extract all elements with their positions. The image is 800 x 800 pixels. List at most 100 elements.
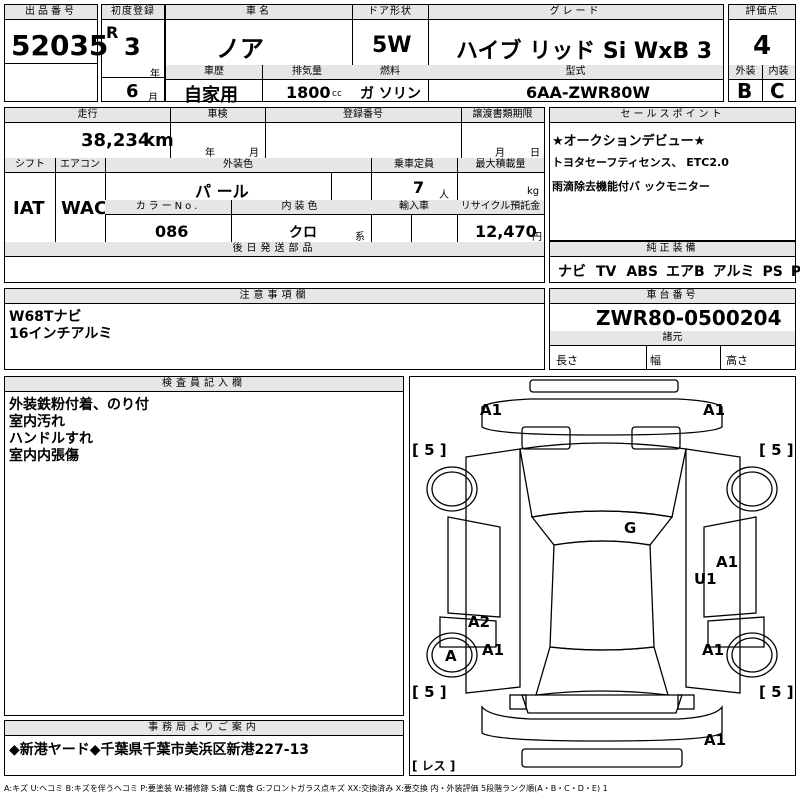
genuine-item: PW (790, 264, 800, 280)
note-line-2: 16インチアルミ (9, 326, 113, 342)
vehicle-box: 車名 ドア形状 グレード ノア 5W ハイブ リッド Si WxB 3 車歴 排… (165, 4, 724, 106)
genuine-item: ABS (626, 264, 658, 280)
chassis-label: 車台番号 (550, 289, 795, 304)
office-label: 事務局よりご案内 (5, 721, 403, 736)
damage-mark-left-fender: A1 (482, 641, 505, 659)
tire-tread-front-left: [ 5 ] (412, 441, 447, 459)
color-no: 086 (155, 222, 189, 241)
genuine-items: ナビTVABSエアBアルミPSPW (558, 261, 800, 281)
mileage: 38,234 (81, 130, 151, 151)
ac: WAC (61, 198, 108, 219)
tire-tread-rear-right: [ 5 ] (759, 683, 794, 701)
sales-line-2: トヨタセーフティセンス、 ETC2.0 (552, 156, 729, 169)
transfer-label: 譲渡書類期限 (461, 108, 544, 123)
reg-month: 6 (126, 81, 139, 102)
model-label: 型式 (428, 65, 723, 80)
shift: IAT (13, 198, 45, 219)
chassis-number: ZWR80-0500204 (596, 306, 782, 330)
inspector-line-1: 外装鉄粉付着、のり付 (9, 397, 149, 413)
month-unit: 月 (148, 93, 158, 104)
displacement-unit: cc (332, 89, 342, 99)
genuine-equipment-box: 純正装備 ナビTVABSエアBアルミPSPW (549, 241, 800, 283)
note-line-1: W68Tナビ (9, 309, 82, 325)
transfer-day-unit: 日 (530, 148, 540, 159)
color-no-label: カラーNo. (105, 200, 231, 215)
office-box: 事務局よりご案内 ◆新港ヤード◆千葉県千葉市美浜区新港227-13 (4, 720, 404, 776)
genuine-item: PS (762, 264, 783, 280)
door-type: 5W (372, 33, 412, 58)
lot-label: 出品番号 (5, 5, 97, 20)
first-reg-label: 初度登録 (102, 5, 164, 20)
model: 6AA-ZWR80W (526, 83, 651, 102)
genuine-item: エアB (665, 264, 705, 280)
interior-color: クロ (289, 225, 317, 241)
length-label: 長さ (556, 354, 578, 367)
tire-tread-front-right: [ 5 ] (759, 441, 794, 459)
sales-line-1: ★オークションデビュー★ (552, 134, 706, 149)
chassis-box: 車台番号 ZWR80-0500204 諸元 長さ 幅 高さ (549, 288, 796, 370)
grade-label: グレード (428, 5, 723, 20)
body-color: パ ール (195, 182, 249, 201)
spec-box: 走行 車検 登録番号 譲渡書類期限 38,234 km 年 月 月 日 シフト … (4, 107, 545, 283)
lot-box: 出品番号 52035 (4, 4, 108, 102)
ac-label: エアコン (55, 158, 105, 173)
height-label: 高さ (726, 354, 748, 367)
door-label: ドア形状 (352, 5, 428, 20)
history: 自家用 (184, 85, 238, 106)
damage-mark-right-door: A1 (716, 553, 739, 571)
mileage-unit: km (143, 130, 174, 151)
mileage-label: 走行 (5, 108, 170, 123)
inspector-label: 検査員記入欄 (5, 377, 403, 392)
capacity-unit: 人 (439, 190, 449, 201)
inspection-year-unit: 年 (205, 148, 215, 159)
reg-year: 3 (124, 33, 141, 61)
inspector-line-2: 室内汚れ (9, 414, 65, 430)
recycle-fee: 12,470 (475, 222, 537, 241)
reg-no-label: 登録番号 (265, 108, 461, 123)
recycle-unit: 円 (532, 232, 542, 243)
sales-point-box: セールスポイント ★オークションデビュー★ トヨタセーフティセンス、 ETC2.… (549, 107, 796, 241)
interior-label: 内装 (762, 65, 795, 80)
capacity: 7 (413, 178, 425, 197)
damage-diagram: A1 A1 G A1 U1 A2 A1 A A1 A1 [ 5 ] [ 5 ] … (409, 376, 796, 776)
exterior-label: 外装 (729, 65, 762, 80)
later-parts-label: 後日発送部品 (5, 242, 544, 257)
import-label: 輸入車 (371, 200, 457, 215)
interior-grade: C (770, 79, 785, 103)
car-name: ノア (216, 35, 264, 63)
car-name-label: 車名 (166, 5, 352, 20)
score-label: 評価点 (729, 5, 795, 20)
damage-mark-left-rear: A2 (468, 613, 491, 631)
sales-line-3: 雨滴除去機能付バ ックモニター (552, 180, 710, 193)
inspector-box: 検査員記入欄 外装鉄粉付着、のり付 室内汚れ ハンドルすれ 室内内張傷 (4, 376, 404, 716)
genuine-item: TV (596, 264, 617, 280)
shift-label: シフト (5, 158, 55, 173)
damage-mark-right-fender: A1 (702, 641, 725, 659)
inspector-line-3: ハンドルすれ (9, 431, 93, 447)
displacement: 1800 (286, 83, 331, 102)
sales-point-label: セールスポイント (550, 108, 795, 123)
history-label: 車歴 (166, 65, 262, 80)
capacity-label: 乗車定員 (371, 158, 457, 173)
damage-mark-left-tire: A (445, 647, 457, 665)
fuel-label: 燃料 (352, 65, 428, 80)
notes-box: 注意事項欄 W68Tナビ 16インチアルミ (4, 288, 545, 370)
year-unit: 年 (150, 69, 160, 80)
fuel: ガ ソリン (360, 86, 421, 102)
score: 4 (753, 31, 772, 61)
interior-color-label: 内装色 (231, 200, 371, 215)
tire-tread-rear-left: [ 5 ] (412, 683, 447, 701)
era: R (106, 23, 119, 42)
load-unit: kg (527, 186, 540, 197)
exterior-grade: B (737, 79, 753, 103)
office-text: ◆新港ヤード◆千葉県千葉市美浜区新港227-13 (9, 742, 310, 758)
damage-mark-front-left: A1 (480, 401, 503, 419)
damage-mark-rear-bumper: A1 (704, 731, 727, 749)
inspection-label: 車検 (170, 108, 265, 123)
notes-label: 注意事項欄 (5, 289, 544, 304)
interior-color-unit: 系 (355, 232, 365, 243)
load-label: 最大積載量 (457, 158, 544, 173)
car-outline (426, 379, 778, 768)
genuine-item: アルミ (712, 264, 755, 280)
color-label: 外装色 (105, 158, 371, 173)
